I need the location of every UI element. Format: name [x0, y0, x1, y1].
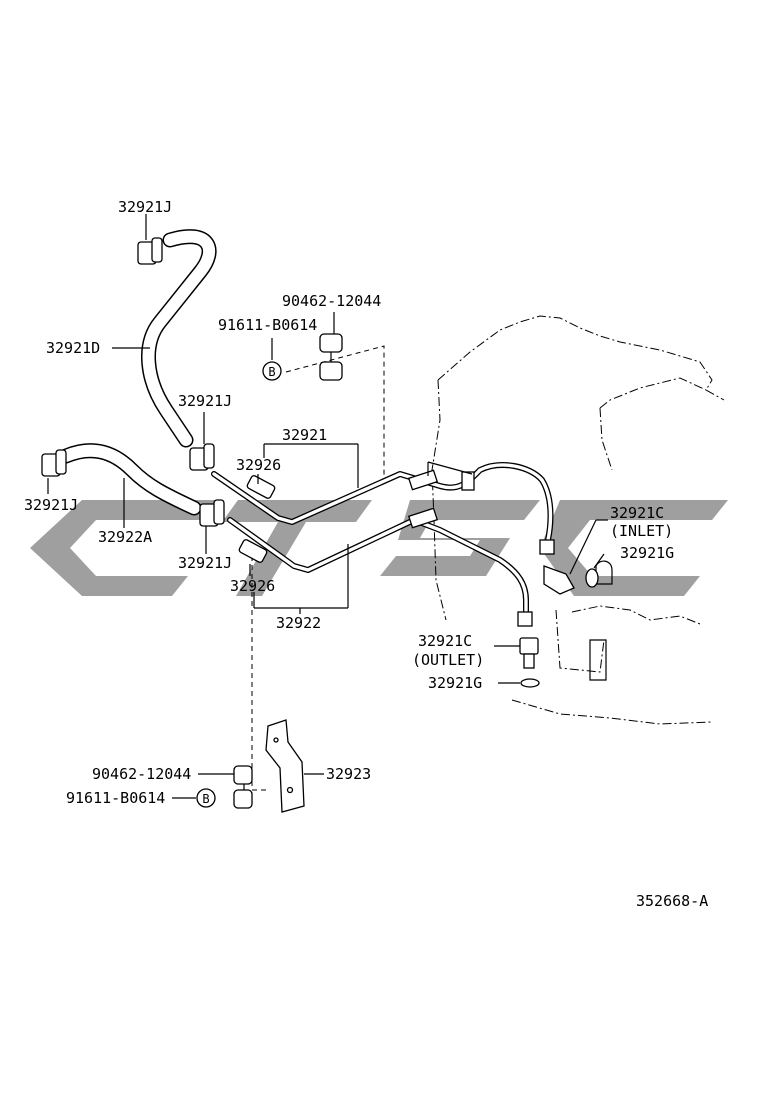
leader-clip-b-upper [285, 345, 385, 480]
label-bracket: 32923 [326, 765, 371, 783]
tube-32922 [227, 517, 529, 619]
label-sleeve-lower: 32926 [230, 577, 275, 595]
label-inlet-note: (INLET) [610, 522, 673, 540]
tube-grommets [407, 461, 555, 627]
label-hose-d-clip: 32921J [178, 392, 232, 410]
bracket-32923 [265, 719, 305, 813]
label-hose-a-clip-right: 32921J [178, 554, 232, 572]
hose-32922a [58, 443, 202, 516]
sleeve-32926-lower [238, 539, 268, 563]
tube-32921 [211, 462, 554, 543]
label-hose-a-clip-left: 32921J [24, 496, 78, 514]
circle-b-lower: B [196, 788, 216, 808]
label-tube-upper: 32921 [282, 426, 327, 444]
circle-b-upper: B [262, 361, 282, 381]
label-hose-top-clip: 32921J [118, 198, 172, 216]
label-outlet-note: (OUTLET) [412, 651, 484, 669]
label-outlet-gasket: 32921G [428, 674, 482, 692]
label-clip-b-part: 90462-12044 [282, 292, 381, 310]
clip-32921j-right [199, 499, 225, 527]
clip-90462-lower [233, 765, 253, 809]
leader-lines [47, 214, 608, 799]
clip-90462-upper [319, 333, 343, 381]
clip-32921j-top [137, 237, 163, 265]
engine-outline [431, 315, 725, 725]
clip-32921j-left [41, 449, 67, 477]
label-hose-a: 32922A [98, 528, 152, 546]
svg-text:B: B [202, 792, 209, 806]
label-clip-a-part: 90462-12044 [92, 765, 191, 783]
label-clip-bolt: 91611-B0614 [218, 316, 317, 334]
hose-32921d [141, 229, 217, 448]
gasket-outlet [520, 678, 540, 688]
sleeve-32926-upper [246, 475, 276, 499]
gasket-inlet [585, 568, 599, 588]
fitting-outlet [519, 637, 539, 669]
label-hose-d: 32921D [46, 339, 100, 357]
label-outlet-fitting: 32921C [418, 632, 472, 650]
label-sleeve-upper: 32926 [236, 456, 281, 474]
label-inlet-fitting: 32921C [610, 504, 664, 522]
fitting-inlet [543, 565, 575, 595]
drawing-number: 352668-A [636, 892, 708, 910]
clip-32921j-mid [189, 443, 215, 471]
leader-clip-b-lower [251, 556, 270, 791]
label-inlet-gasket: 32921G [620, 544, 674, 562]
label-clip-a-bolt: 91611-B0614 [66, 789, 165, 807]
label-tube-lower: 32922 [276, 614, 321, 632]
svg-text:B: B [268, 365, 275, 379]
